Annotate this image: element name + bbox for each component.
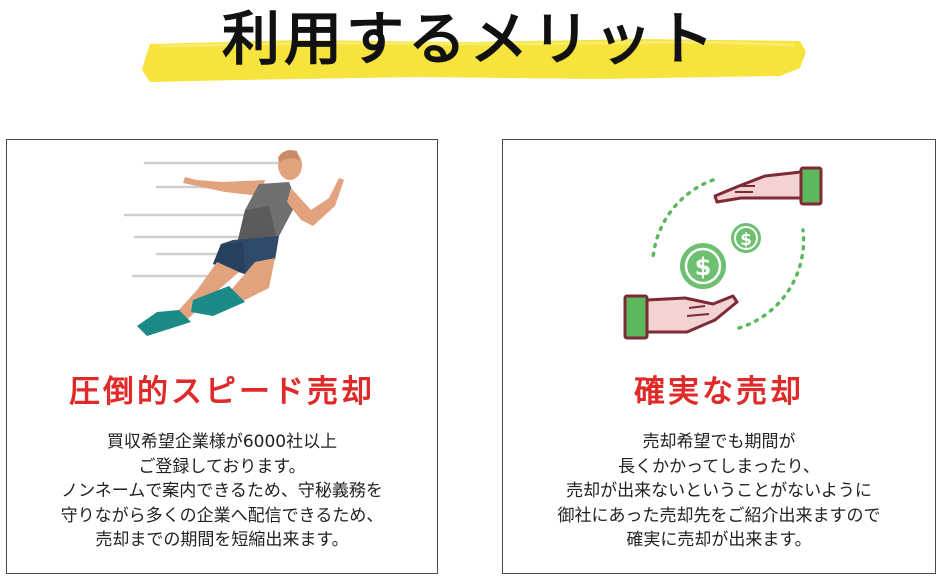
description-line: 売却が出来ないということがないように <box>566 481 872 501</box>
svg-text:$: $ <box>695 253 712 281</box>
description-line: ご登録しております。 <box>138 456 306 477</box>
description-line: 御社にあった売却先をご紹介出来ますので <box>557 505 881 526</box>
card-heading: 圧倒的スピード売却 <box>69 374 375 410</box>
card-speed-sale: 圧倒的スピード売却 買収希望企業様が6000社以上 ご登録しております。 ノンネ… <box>6 139 438 574</box>
description-line: 長くかかってしまったり、 <box>618 456 820 477</box>
title-section: 利用するメリット <box>0 0 940 95</box>
card-description: 買収希望企業様が6000社以上 ご登録しております。 ノンネームで案内できるため… <box>7 430 437 553</box>
title-highlight-brush <box>142 39 806 82</box>
card-reliable-sale: $ $ 確実な売却 売却希望でも期間が 長くかかってしまったり、 売却が出来ない… <box>502 139 936 574</box>
description-line: ノンネームで案内できるため、守秘義務を <box>61 481 383 501</box>
description-line: 売却までの期間を短縮出来ます。 <box>95 530 349 550</box>
hands-exchanging-money-icon: $ $ <box>623 166 823 340</box>
description-line: 確実に売却が出来ます。 <box>626 530 812 550</box>
sprinting-runner-icon <box>123 150 344 336</box>
description-line: 買収希望企業様が6000社以上 <box>106 432 338 452</box>
page-title: 利用するメリット <box>221 5 718 73</box>
svg-text:$: $ <box>740 230 752 250</box>
description-line: 守りながら多くの企業へ配信できるため、 <box>60 505 384 526</box>
description-line: 売却希望でも期間が <box>642 432 796 452</box>
card-heading: 確実な売却 <box>634 374 804 410</box>
card-description: 売却希望でも期間が 長くかかってしまったり、 売却が出来ないということがないよう… <box>503 430 935 553</box>
